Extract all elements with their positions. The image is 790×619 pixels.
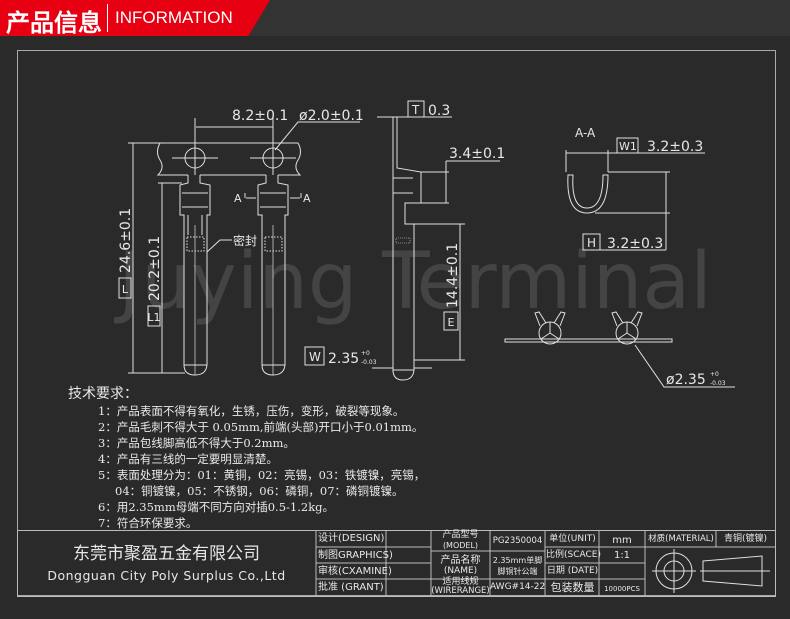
- carrier-end-view: [504, 311, 735, 388]
- pack-label: 包装数量: [550, 581, 595, 594]
- drawing-frame: [17, 50, 776, 596]
- L1-label: L1: [147, 311, 160, 324]
- pin-dia-dim: ø2.35: [666, 372, 706, 388]
- side-view: [372, 100, 500, 381]
- header-title-en: INFORMATION: [115, 8, 233, 27]
- name-label: 产品名称: [440, 555, 481, 566]
- seal-label: 密封: [233, 233, 257, 248]
- scale-label: 比例(SCACE): [546, 550, 601, 560]
- pin-dia-tol-lower: -0.03: [710, 380, 726, 387]
- title-block-grid: [17, 530, 776, 597]
- company-name-cn: 东莞市聚盈五金有限公司: [73, 544, 260, 564]
- crimp-height-dim: 3.4±0.1: [449, 146, 505, 162]
- requirement-item: 6：用2.35mm母端不同方向对插0.5-1.2kg。: [98, 500, 335, 514]
- name-value-2: 脚铜针公端: [497, 567, 538, 576]
- pitch-dim: 8.2±0.1: [232, 108, 288, 124]
- company-name-en: Dongguan City Poly Surplus Co.,Ltd: [47, 568, 286, 583]
- material-label: 材质(MATERIAL): [648, 534, 714, 544]
- watermark: Juying Terminal: [113, 237, 712, 327]
- T-dim: 0.3: [428, 103, 450, 119]
- L1-dim: 20.2±0.1: [147, 236, 163, 301]
- requirement-item: 04：铜镀镍，05：不锈钢，06：磷铜，07：磷铜镀镍。: [115, 484, 404, 498]
- T-label: T: [411, 103, 420, 117]
- requirement-item: 5：表面处理分为：01：黄铜，02：亮锡，03：铁镀镍，亮锡，: [98, 468, 426, 482]
- requirement-item: 4：产品有三线的一定要明显清楚。: [98, 452, 278, 466]
- L-dim: 24.6±0.1: [118, 208, 134, 273]
- E-label: E: [448, 316, 455, 329]
- section-view: [565, 137, 705, 251]
- graphics-label: 制图GRAPHICS): [318, 550, 393, 561]
- W1-dim: 3.2±0.3: [647, 139, 703, 155]
- pack-value: 10000PCS: [604, 585, 640, 593]
- date-label: 日期 (DATE): [546, 566, 599, 576]
- header-divider: [107, 4, 108, 32]
- requirement-item: 3：产品包线脚高低不得大于0.2mm。: [98, 436, 295, 450]
- E-dim: 14.4±0.1: [445, 243, 461, 308]
- name-value-1: 2.35mm单脚: [492, 556, 543, 565]
- wire-value: AWG#14-22: [490, 582, 546, 592]
- material-value: 青铜(镀镍): [723, 534, 768, 544]
- design-label: 设计(DESIGN): [318, 533, 385, 544]
- model-label-en: (MODEL): [442, 541, 479, 550]
- unit-label: 单位(UNIT): [549, 534, 596, 544]
- header-title-cn: 产品信息: [6, 9, 102, 37]
- scale-value: 1:1: [613, 550, 631, 561]
- projection-symbol-icon: [652, 549, 770, 593]
- wire-label-en: (WIRERANGE): [431, 586, 490, 596]
- W-tol-upper: +0: [361, 350, 370, 357]
- model-label: 产品型号: [442, 530, 479, 540]
- H-label: H: [587, 236, 596, 250]
- examine-label: 审核(CXAMINE): [318, 566, 392, 577]
- name-label-en: (NAME): [443, 566, 478, 576]
- H-dim: 3.2±0.3: [607, 236, 663, 252]
- front-view: [118, 118, 360, 376]
- section-mark-right: A: [303, 192, 311, 205]
- requirement-item: 2：产品毛刺不得大于 0.05mm,前端(头部)开口小于0.01mm。: [98, 420, 424, 434]
- unit-value: mm: [612, 535, 632, 546]
- requirement-item: 1：产品表面不得有氧化，生锈，压伤，变形，破裂等现象。: [98, 404, 405, 418]
- section-mark-left: A: [234, 192, 242, 205]
- hole-dia-dim: ø2.0±0.1: [299, 108, 364, 124]
- pin-dia-tol-upper: +0: [710, 371, 719, 378]
- W-label: W: [309, 350, 321, 364]
- header-red-band: [0, 0, 270, 36]
- requirement-item: 7：符合环保要求。: [98, 516, 198, 530]
- section-title: A-A: [575, 126, 596, 140]
- model-value: PG2350004: [492, 536, 543, 546]
- requirements-title: 技术要求：: [68, 386, 138, 402]
- grant-label: 批准 (GRANT): [318, 582, 384, 593]
- wire-label: 适用线规: [442, 577, 479, 587]
- W-dim: 2.35: [328, 351, 359, 367]
- W-tol-lower: -0.03: [361, 359, 377, 366]
- W1-label: W1: [619, 140, 637, 153]
- L-label: L: [122, 283, 129, 296]
- header-banner: 产品信息 INFORMATION: [0, 0, 790, 37]
